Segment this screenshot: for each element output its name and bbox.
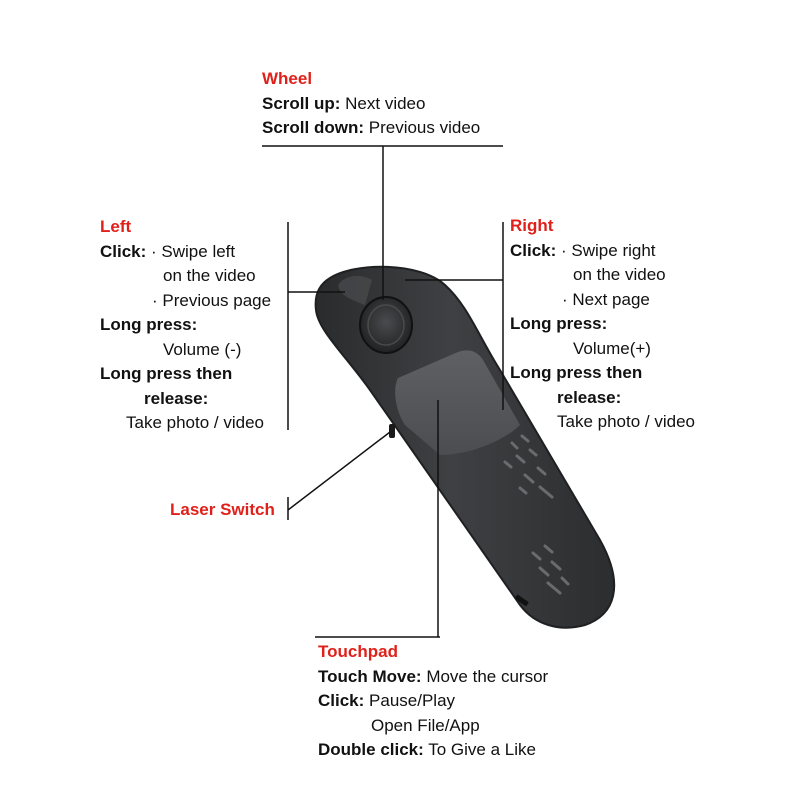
right-click-line2: on the video [573, 265, 666, 284]
right-long-press-value: Volume(+) [573, 338, 651, 358]
left-click-line2: on the video [163, 266, 256, 285]
touchpad-annotation: Touchpad Touch Move: Move the cursor Cli… [318, 640, 548, 763]
grip-texture [503, 434, 570, 595]
wheel-title: Wheel [262, 69, 313, 88]
right-title: Right [510, 216, 554, 235]
bottom-port [514, 594, 529, 607]
scroll-up-label: Scroll up: [262, 93, 341, 113]
right-click-line3: · Next page [562, 289, 650, 309]
laser-switch-button [389, 424, 395, 438]
touchpad-title: Touchpad [318, 642, 398, 661]
left-long-press-value: Volume (-) [163, 339, 242, 359]
left-click-label: Click: [100, 241, 147, 261]
touchpad-click-label: Click: [318, 691, 365, 710]
left-click-line1: · Swipe left [151, 241, 236, 261]
right-long-release-value: Take photo / video [557, 412, 695, 431]
scroll-up-value: Next video [345, 93, 426, 113]
scroll-down-value: Previous video [368, 118, 481, 137]
laser-title: Laser Switch [170, 500, 275, 519]
left-long-release-label-2: release: [144, 388, 209, 408]
laser-annotation: Laser Switch [170, 498, 275, 523]
left-annotation: Left Click: · Swipe left on the video · … [100, 215, 271, 436]
wheel-annotation: Wheel Scroll up: Next video Scroll down:… [262, 67, 480, 141]
left-long-press-label: Long press: [100, 315, 198, 334]
leader-lines [262, 145, 504, 638]
left-long-release-label-1: Long press then [100, 364, 233, 383]
touch-move-value: Move the cursor [426, 666, 549, 686]
double-click-value: To Give a Like [428, 740, 536, 759]
right-click-label: Click: [510, 240, 557, 260]
touchpad-click-line1: Pause/Play [369, 691, 456, 710]
right-long-release-label-2: release: [557, 387, 622, 407]
touchpad-click-line2: Open File/App [371, 715, 480, 735]
right-click-line1: · Swipe right [561, 240, 656, 260]
touch-move-label: Touch Move: [318, 666, 422, 686]
right-annotation: Right Click: · Swipe right on the video … [510, 214, 695, 435]
left-click-line3: · Previous page [152, 290, 272, 310]
right-long-release-label-1: Long press then [510, 363, 643, 382]
left-button [338, 275, 372, 305]
double-click-label: Double click: [318, 740, 424, 759]
right-long-press-label: Long press: [510, 314, 608, 333]
left-title: Left [100, 217, 132, 236]
left-long-release-value: Take photo / video [126, 413, 264, 432]
scroll-down-label: Scroll down: [262, 118, 364, 137]
touchpad-surface [395, 350, 520, 455]
